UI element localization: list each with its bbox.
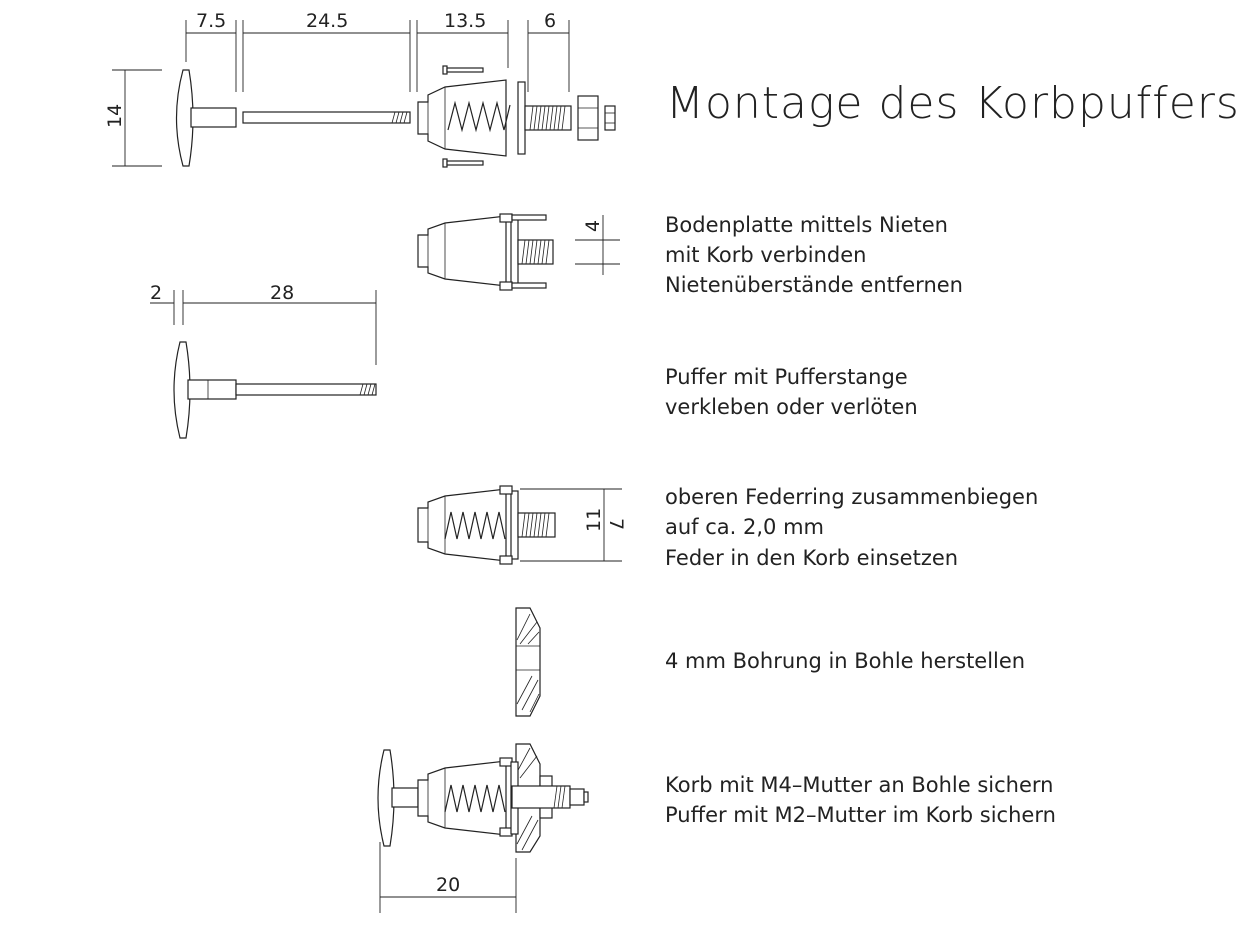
step-4-line-1: 4 mm Bohrung in Bohle herstellen — [665, 649, 1025, 673]
step-2-line-1: Puffer mit Pufferstange — [665, 365, 908, 389]
m4-nut — [577, 95, 599, 141]
exploded-view — [175, 65, 616, 168]
dim-label: 24.5 — [306, 10, 348, 32]
dim-label: 28 — [270, 282, 294, 304]
dim-rod-length — [150, 290, 377, 365]
step-5-line-1: Korb mit M4–Mutter an Bohle sichern — [665, 773, 1054, 797]
base-plate — [517, 81, 526, 155]
step-2-text: Puffer mit Pufferstange verkleben oder v… — [665, 365, 918, 419]
step-5-text: Korb mit M4–Mutter an Bohle sichern Puff… — [665, 773, 1056, 827]
step-3-line-2: auf ca. 2,0 mm — [665, 515, 824, 539]
dim-head-height — [112, 69, 162, 167]
step1-basket-riveted — [417, 213, 554, 291]
step-1-text: Bodenplatte mittels Nieten mit Korb verb… — [665, 213, 963, 297]
dim-top — [185, 20, 570, 92]
step-5-line-2: Puffer mit M2–Mutter im Korb sichern — [665, 803, 1056, 827]
spring — [447, 100, 511, 133]
drawing-title: Montage des Korbpuffers — [666, 78, 1240, 129]
rivet-bottom — [442, 158, 484, 168]
m2-nut — [604, 105, 616, 131]
dim-thread-4 — [575, 215, 620, 275]
step-1-line-2: mit Korb verbinden — [665, 243, 866, 267]
dim-label: 6 — [544, 10, 556, 32]
buffer-shaft — [190, 107, 237, 128]
step-3-text: oberen Federring zusammenbiegen auf ca. … — [665, 485, 1038, 570]
dim-label: 13.5 — [444, 10, 486, 32]
step5-assembly — [377, 743, 589, 853]
dim-label: 20 — [436, 874, 460, 896]
rivet-top — [442, 65, 484, 75]
step-4-text: 4 mm Bohrung in Bohle herstellen — [665, 649, 1025, 673]
step-1-line-3: Nietenüberstände entfernen — [665, 273, 963, 297]
buffer-head — [175, 69, 194, 167]
basket — [417, 79, 507, 157]
rod-thread — [391, 111, 408, 124]
buffer-rod — [242, 111, 411, 124]
step-1-line-1: Bodenplatte mittels Nieten — [665, 213, 948, 237]
step-2-line-2: verkleben oder verlöten — [665, 395, 918, 419]
step-3-line-3: Feder in den Korb einsetzen — [665, 546, 958, 570]
step4-plank-bore — [515, 607, 541, 717]
step2-buffer-rod — [173, 341, 377, 439]
dim-label: 11 — [583, 508, 605, 532]
dim-label: 2 — [150, 282, 162, 304]
step-3-line-1: oberen Federring zusammenbiegen — [665, 485, 1038, 509]
dim-label: 7 — [605, 518, 627, 530]
step3-basket-spring — [417, 485, 556, 565]
dim-basket-height — [520, 488, 622, 562]
dim-label: 7.5 — [196, 10, 226, 32]
dim-label: 14 — [104, 104, 126, 128]
dim-overall-length — [379, 842, 517, 913]
dim-label: 4 — [582, 220, 604, 232]
